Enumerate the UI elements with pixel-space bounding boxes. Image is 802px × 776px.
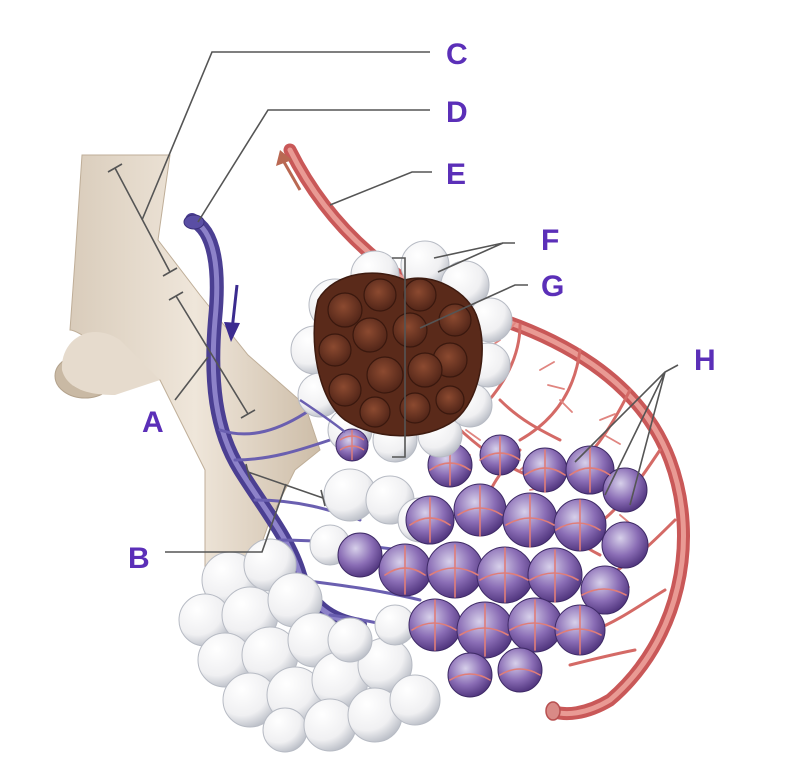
label-a: A [142,406,164,439]
bracket-g [392,257,406,458]
capillary-tuft [299,398,369,462]
label-d: D [446,96,468,129]
arrow-down-icon [224,284,240,342]
label-e: E [446,158,466,191]
leader-f [433,242,515,273]
leader-a [174,356,209,401]
sectioned-alveolus [290,240,513,463]
label-g: G [541,270,564,303]
leader-h [574,364,679,506]
leader-b [165,483,287,553]
label-f: F [541,224,559,257]
labels: C D E F G H A B [128,38,716,575]
leader-d [197,109,430,223]
leader-lines [107,51,679,553]
label-b: B [128,542,150,575]
capillary-network [384,436,627,681]
bracket-a [168,291,256,419]
leader-c [141,51,430,221]
arrow-up-icon [276,150,302,191]
leader-g [419,284,528,329]
label-h: H [694,344,716,377]
leader-e [329,171,432,206]
label-c: C [446,38,468,71]
